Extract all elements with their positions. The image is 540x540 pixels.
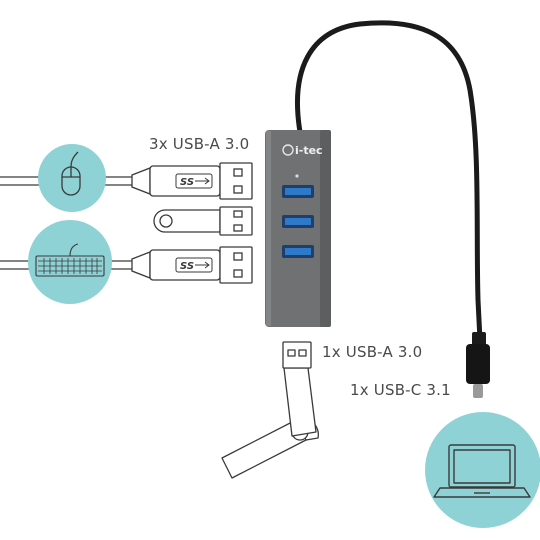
ss-logo-mouse-plug: SS — [175, 173, 213, 189]
usb-c-plug-tip — [473, 384, 483, 398]
hub-body — [265, 130, 331, 327]
hub-led — [295, 174, 299, 178]
label-1x-usb-a: 1x USB-A 3.0 — [322, 343, 423, 361]
mouse-circle — [38, 144, 106, 212]
usb-c-cable — [295, 20, 483, 343]
label-1x-usb-c: 1x USB-C 3.1 — [350, 381, 451, 399]
keyboard-icon — [35, 243, 105, 277]
keyboard-circle — [28, 220, 112, 304]
ss-mark: SS — [180, 261, 194, 272]
ss-logo-keyboard-plug: SS — [175, 257, 213, 273]
label-3x-usb-a: 3x USB-A 3.0 — [149, 135, 250, 153]
laptop-circle — [425, 412, 540, 528]
ss-mark: SS — [180, 177, 194, 188]
hub-body-highlight — [266, 131, 271, 326]
hub-usb-port-1 — [282, 185, 314, 198]
usb-flash-drive-middle — [153, 206, 253, 236]
hub-brand-text: i-tec — [295, 144, 323, 157]
hub-usb-port-3 — [282, 245, 314, 258]
usb-c-boot — [472, 332, 486, 346]
mouse-icon — [61, 151, 81, 196]
hub-usb-port-2 — [282, 215, 314, 228]
hub-brand-logo: i-tec — [282, 144, 323, 157]
laptop-icon — [433, 444, 531, 498]
hub-body-shade — [320, 130, 331, 327]
usb-flash-drive-bottom — [221, 341, 319, 479]
usb-c-connector — [466, 344, 490, 384]
